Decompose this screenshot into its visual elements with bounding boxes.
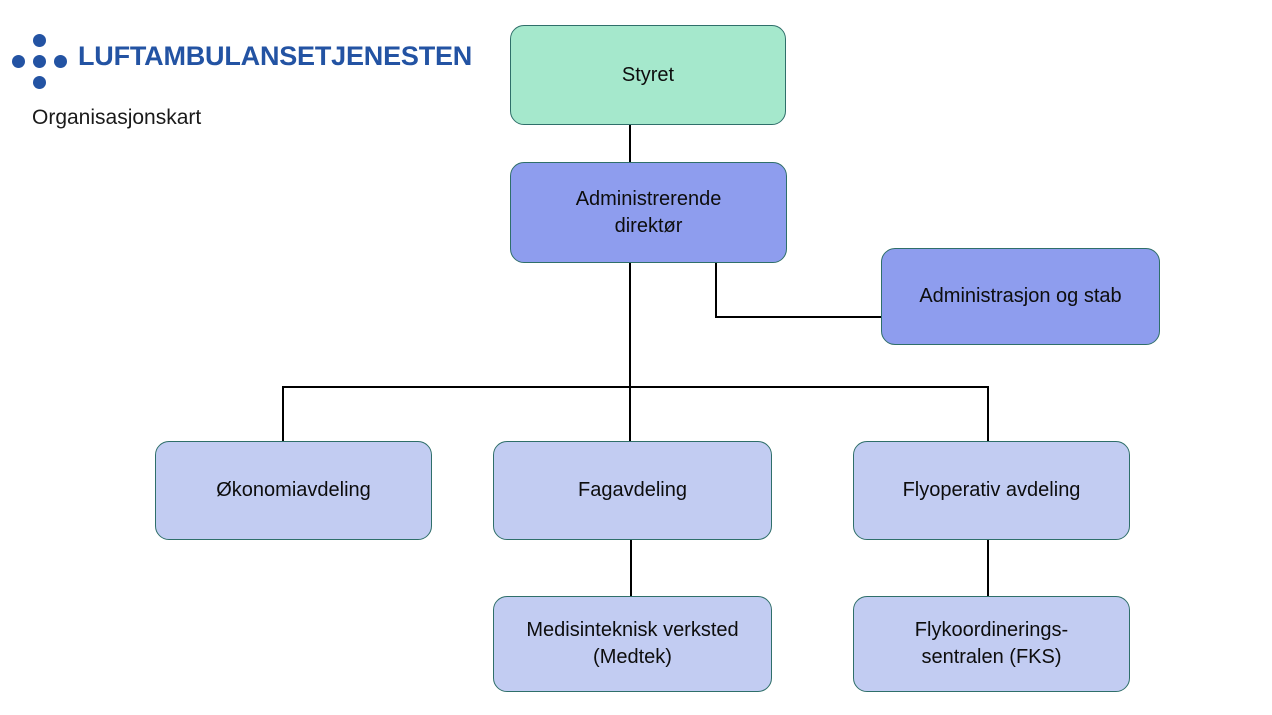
org-node-flykoordineringssentralen: Flykoordinerings-sentralen (FKS) bbox=[853, 596, 1130, 692]
org-node-label: Flyoperativ avdeling bbox=[902, 479, 1081, 501]
page-title: Organisasjonskart bbox=[32, 106, 202, 129]
connector-admstab-horizontal bbox=[715, 316, 882, 318]
connector-drop-flyoperativ bbox=[987, 386, 989, 441]
logo-dot bbox=[33, 34, 46, 47]
org-node-label: Økonomiavdeling bbox=[216, 479, 371, 501]
connector-admdirektor-trunk bbox=[629, 263, 631, 441]
org-node-label: Styret bbox=[621, 63, 675, 86]
connector-admstab-vertical bbox=[715, 263, 717, 318]
org-node-styret: Styret bbox=[510, 25, 786, 125]
connector-drop-okonomi bbox=[282, 386, 284, 441]
logo-dot bbox=[12, 55, 25, 68]
logo-dot bbox=[33, 55, 46, 68]
logo-dot bbox=[33, 76, 46, 89]
org-node-flyoperativ-avdeling: Flyoperativ avdeling bbox=[853, 441, 1130, 540]
org-node-administrasjon-og-stab: Administrasjon og stab bbox=[881, 248, 1160, 345]
org-node-medisinteknisk-verksted: Medisinteknisk verksted (Medtek) bbox=[493, 596, 772, 692]
connector-fag-medtek bbox=[630, 540, 632, 596]
logo-wordmark: LUFTAMBULANSETJENESTEN bbox=[78, 41, 473, 71]
org-node-administrerende-direktor: Administrerende direktør bbox=[510, 162, 787, 263]
org-node-okonomiavdeling: Økonomiavdeling bbox=[155, 441, 432, 540]
org-node-label: Administrerende direktør bbox=[575, 187, 722, 237]
org-node-label: Medisinteknisk verksted (Medtek) bbox=[526, 619, 739, 668]
org-node-fagavdeling: Fagavdeling bbox=[493, 441, 772, 540]
logo-dots-icon bbox=[12, 34, 68, 90]
org-node-label: Administrasjon og stab bbox=[919, 285, 1122, 307]
org-node-label: Fagavdeling bbox=[578, 479, 687, 501]
logo-dot bbox=[54, 55, 67, 68]
connector-flyoperativ-fks bbox=[987, 540, 989, 596]
connector-styret-admdirektor bbox=[629, 125, 631, 163]
org-node-label: Flykoordinerings-sentralen (FKS) bbox=[914, 619, 1069, 668]
connector-departments-bar bbox=[282, 386, 989, 388]
